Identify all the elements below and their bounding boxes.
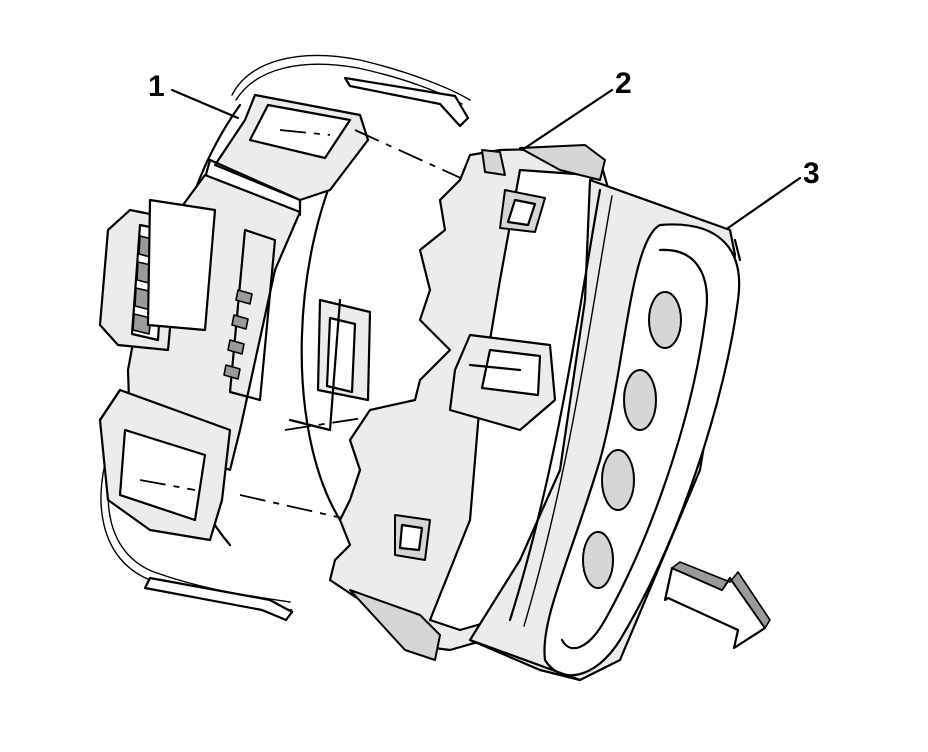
callout-leaders [170, 88, 802, 230]
arrow-down-right-icon [663, 561, 771, 650]
callouts: 1 2 3 [148, 67, 820, 190]
part-1-bracket [98, 54, 471, 622]
callout-3-label: 3 [803, 157, 820, 190]
callout-1-label: 1 [148, 70, 165, 103]
callout-2-label: 2 [615, 67, 632, 100]
part-3-gauge-cluster [468, 178, 742, 682]
